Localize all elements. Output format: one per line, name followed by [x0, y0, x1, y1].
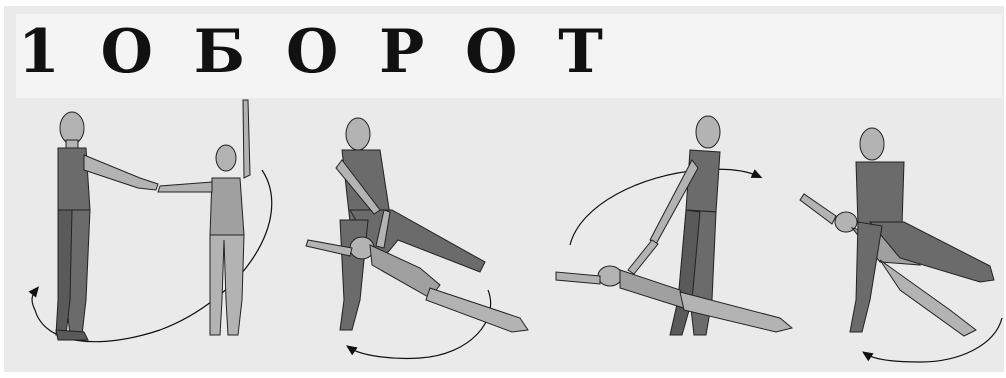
rotation-arrow-2 — [350, 290, 491, 358]
female-dancer-1 — [158, 100, 250, 335]
pose-1 — [32, 100, 272, 342]
rotation-arrow-3 — [570, 169, 758, 245]
pose-2 — [306, 118, 528, 358]
male-dancer-2 — [336, 118, 485, 330]
pose-3 — [556, 116, 792, 335]
pose-4 — [800, 128, 1002, 362]
male-dancer-1 — [56, 112, 158, 340]
rotation-arrow-4 — [866, 318, 1002, 362]
